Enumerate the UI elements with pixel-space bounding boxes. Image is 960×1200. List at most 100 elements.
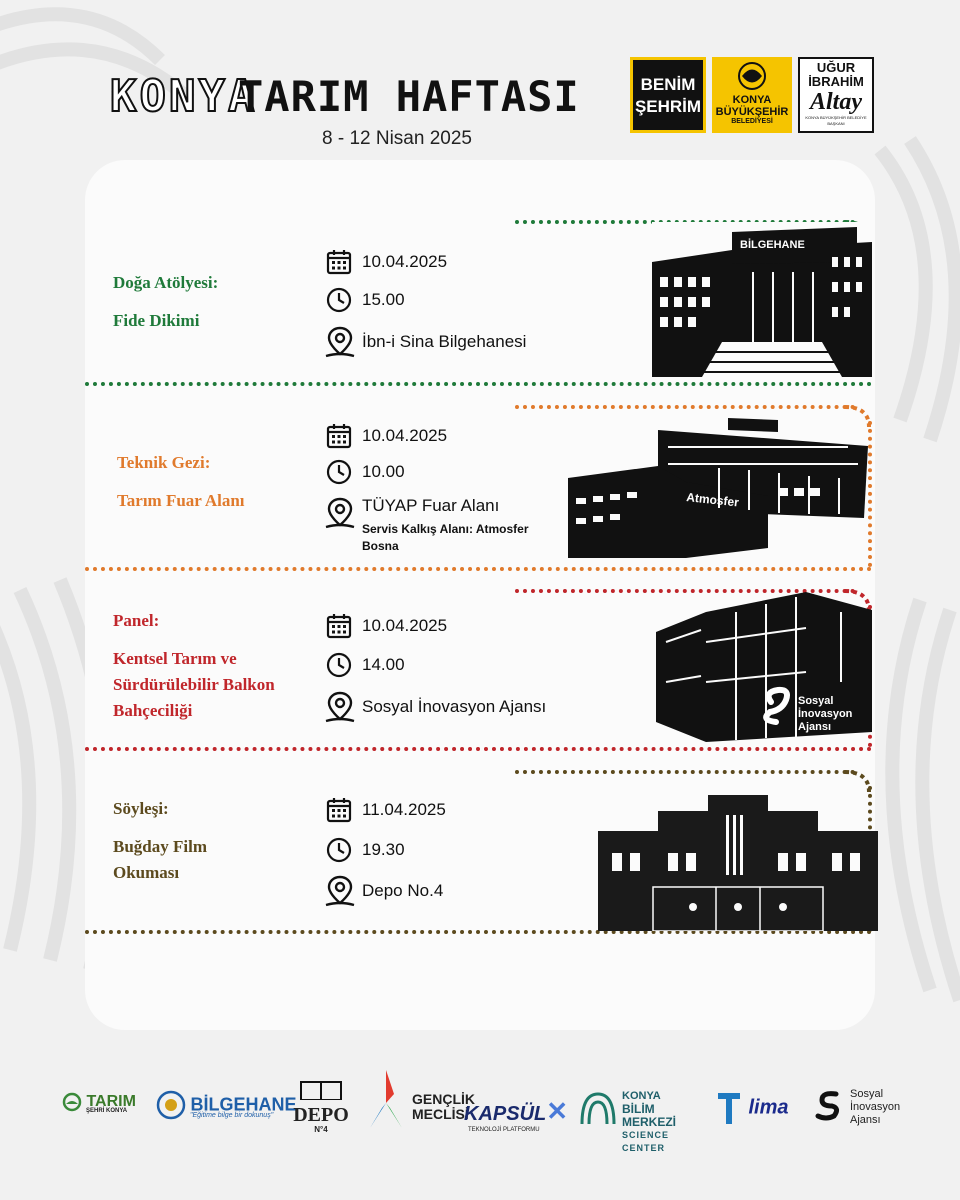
event3-title-line2: Kentsel Tarım ve (113, 649, 237, 668)
sia-s-icon (815, 1091, 840, 1121)
event1-title-line2: Fide Dikimi (113, 311, 200, 330)
event1-time-row: 15.00 (326, 287, 405, 313)
event1-date: 10.04.2025 (362, 252, 448, 271)
bilgehane-emblem-icon (156, 1090, 186, 1120)
atmosfer-building-image: Atmosfer (568, 418, 868, 558)
tarim-sehri-logo: TARIM ŞEHRİ KONYA (62, 1092, 136, 1114)
event1-date-row: 10.04.2025 (326, 249, 447, 275)
event1-place: İbn-i Sina Bilgehanesi (362, 332, 527, 351)
kbb-belediyesi: BELEDİYESİ (731, 118, 773, 125)
sia-sign-line3: Ajansı (798, 721, 831, 733)
event1-title: Doğa Atölyesi: Fide Dikimi (113, 270, 218, 334)
title-konya: KONYA (109, 71, 258, 123)
event4-time-row: 19.30 (326, 837, 405, 863)
title-tarim-haftasi: TARIM HAFTASI (238, 72, 580, 121)
event4-place: Depo No.4 (362, 881, 444, 900)
clock-icon (326, 459, 352, 485)
event3-place: Sosyal İnovasyon Ajansı (362, 697, 547, 716)
benim-sehrim-logo: BENİM ŞEHRİM (630, 57, 706, 133)
calendar-icon (326, 614, 352, 639)
bilgehane-building-image: BİLGEHANE (652, 222, 874, 382)
event4-title-line1: Söyleşi: (113, 799, 169, 818)
event2-title-line2: Tarım Fuar Alanı (117, 491, 245, 510)
atmosfer-sign: Atmosfer (686, 490, 740, 509)
benim-text: BENİM (640, 75, 696, 94)
clock-icon (326, 287, 352, 313)
clock-icon (326, 652, 352, 678)
depo-logo: DEPO N°4 (288, 1080, 354, 1134)
event3-place-row: Sosyal İnovasyon Ajansı (324, 690, 546, 724)
event3-title: Panel: Kentsel Tarım ve Sürdürülebilir B… (113, 608, 275, 724)
kbb-buyuksehir: BÜYÜKŞEHİR (715, 106, 789, 118)
science-center: SCIENCE CENTER (622, 1130, 670, 1153)
event3-title-line4: Bahçeciliği (113, 701, 193, 720)
event1-title-line1: Doğa Atölyesi: (113, 273, 219, 292)
event2-title: Teknik Gezi: Tarım Fuar Alanı (117, 450, 245, 514)
lima-text: lima (748, 1096, 789, 1119)
sosyal-inovasyon-logo: Sosyal İnovasyon Ajansı (812, 1088, 900, 1126)
tarim-sub: ŞEHRİ KONYA (86, 1108, 128, 1114)
bilgehane-slogan: "Eğitime bilge bir dokunuş" (190, 1112, 274, 1119)
kapsul-x-icon: ✕ (546, 1096, 569, 1126)
event2-date: 10.04.2025 (362, 426, 448, 445)
bilim-merkezi-logo: KONYA BİLİM MERKEZİ SCIENCE CENTER (578, 1088, 676, 1153)
event-dates: 8 - 12 Nisan 2025 (322, 128, 472, 149)
event4-place-row: Depo No.4 (324, 874, 443, 908)
location-pin-icon (325, 497, 355, 529)
bilim-dome-icon (580, 1092, 616, 1125)
sun-icon (62, 1092, 82, 1112)
event3-time: 14.00 (362, 655, 405, 674)
event4-date-row: 11.04.2025 (326, 797, 446, 823)
genclik-meclisi-logo: GENÇLİK MECLİSİ (362, 1068, 475, 1138)
location-pin-icon (325, 691, 355, 723)
lima-logo: lima (714, 1088, 788, 1128)
clock-icon (326, 837, 352, 863)
ibrahim-text: İBRAHİM (808, 74, 864, 89)
sia-sosyal: Sosyal (850, 1088, 884, 1100)
genclik-text: GENÇLİK (412, 1091, 475, 1107)
sia-inovasyon: İnovasyon (850, 1101, 901, 1113)
sia-ajansi: Ajansı (850, 1114, 881, 1126)
ugur-ibrahim-altay-logo: UĞUR İBRAHİM Altay KONYA BÜYÜKŞEHİR BELE… (798, 57, 874, 133)
sosyal-inovasyon-building-image: Sosyal İnovasyon Ajansı (656, 592, 872, 742)
bilim-merkezi: BİLİM MERKEZİ (622, 1102, 676, 1129)
event1-place-row: İbn-i Sina Bilgehanesi (324, 325, 526, 359)
event3-title-line3: Sürdürülebilir Balkon (113, 675, 275, 694)
event4-title-line3: Okuması (113, 863, 180, 882)
location-pin-icon (325, 326, 355, 358)
event2-place-sub2: Bosna (362, 539, 399, 553)
event2-place-sub1: Servis Kalkış Alanı: Atmosfer (362, 522, 529, 536)
event3-date: 10.04.2025 (362, 616, 448, 635)
event3-time-row: 14.00 (326, 652, 405, 678)
seal-icon (738, 62, 766, 90)
meclisi-text: MECLİSİ (412, 1106, 469, 1122)
calendar-icon (326, 250, 352, 275)
bilgehane-logo: BİLGEHANE "Eğitime bilge bir dokunuş" (156, 1090, 297, 1120)
baskan-text: KONYA BÜYÜKŞEHİR BELEDİYE BAŞKANI (805, 115, 867, 126)
sia-sign-line2: İnovasyon (798, 707, 853, 720)
ugur-text: UĞUR (816, 60, 856, 75)
event2-place-sub: Servis Kalkış Alanı: Atmosfer Bosna (362, 521, 529, 555)
depo-text: DEPO (293, 1104, 349, 1126)
event4-title: Söyleşi: Buğday Film Okuması (113, 796, 207, 886)
kapsul-logo: KAPSÜL✕ TEKNOLOJİ PLATFORMU (464, 1096, 568, 1133)
sia-sign-line1: Sosyal (798, 695, 833, 707)
event2-date-row: 10.04.2025 (326, 423, 447, 449)
event2-place: TÜYAP Fuar Alanı (362, 496, 500, 515)
sehrim-text: ŞEHRİM (634, 97, 702, 116)
calendar-icon (326, 798, 352, 823)
bilgehane-text: BİLGEHANE (190, 1094, 297, 1115)
bilgehane-sign: BİLGEHANE (740, 238, 805, 251)
calendar-icon (326, 424, 352, 449)
konya-buyuksehir-logo: KONYA BÜYÜKŞEHİR BELEDİYESİ (712, 57, 792, 133)
event4-date: 11.04.2025 (362, 800, 446, 819)
depo-no4-building-image (598, 795, 878, 931)
event1-time: 15.00 (362, 290, 405, 309)
event2-place-row: TÜYAP Fuar Alanı (324, 496, 499, 530)
event3-date-row: 10.04.2025 (326, 613, 447, 639)
kbb-konya: KONYA (732, 94, 772, 106)
event4-time: 19.30 (362, 840, 405, 859)
event4-title-line2: Buğday Film (113, 837, 207, 856)
bilim-konya: KONYA (622, 1090, 661, 1102)
kapsul-sub: TEKNOLOJİ PLATFORMU (468, 1127, 540, 1133)
